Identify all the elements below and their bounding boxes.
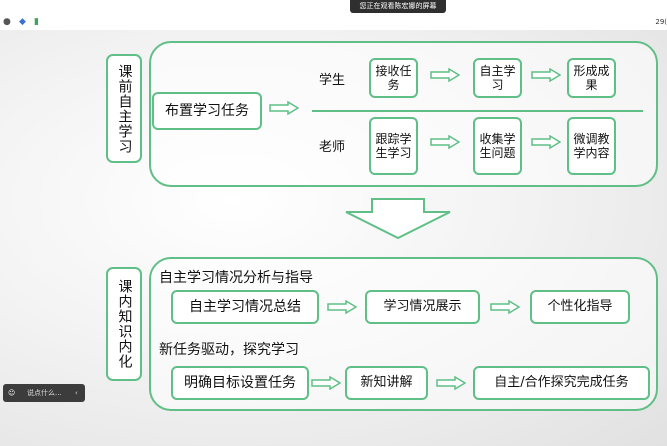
emoji-icon[interactable]: ☺ [8, 389, 16, 397]
row-role-teacher: 老师 [319, 140, 346, 155]
step-box: 个性化指导 [530, 290, 630, 324]
step-box: 收集学生问题 [473, 117, 522, 175]
step-box: 接收任务 [369, 58, 418, 98]
clock: 29( [655, 18, 667, 26]
row-role-student: 学生 [319, 73, 346, 88]
step-box: 自主/合作探究完成任务 [473, 366, 650, 400]
signal-icon: ▮ [34, 17, 39, 27]
step-box: 跟踪学生学习 [369, 117, 418, 175]
arrow-right-icon [531, 135, 561, 149]
group-title: 新任务驱动，探究学习 [159, 342, 299, 358]
step-box: 形成成果 [567, 58, 616, 98]
step-box: 学习情况展示 [365, 290, 480, 324]
step-box: 自主学习情况总结 [171, 290, 319, 324]
group-title: 自主学习情况分析与指导 [159, 270, 313, 286]
arrow-right-icon [311, 376, 341, 390]
chat-widget[interactable]: ☺ 说点什么... ‹ [3, 384, 85, 402]
arrow-right-icon [490, 300, 520, 314]
arrow-right-icon [430, 135, 460, 149]
arrow-right-icon [269, 101, 299, 115]
arrow-right-icon [436, 376, 466, 390]
step-box: 新知讲解 [345, 366, 428, 400]
arrow-right-icon [430, 68, 460, 82]
section1-label: 课前自主学习 [106, 54, 142, 163]
shield-icon: ◆ [19, 17, 26, 27]
info-icon[interactable]: ● [3, 17, 11, 27]
step-box: 自主学习 [473, 58, 522, 98]
status-bar [0, 0, 667, 30]
arrow-down-icon [345, 198, 451, 240]
assign-task-box: 布置学习任务 [152, 92, 262, 130]
arrow-right-icon [327, 300, 357, 314]
step-box: 明确目标设置任务 [171, 366, 309, 400]
arrow-right-icon [531, 68, 561, 82]
chat-input[interactable]: 说点什么... [27, 389, 62, 397]
section2-label: 课内知识内化 [106, 267, 142, 381]
screen-share-banner: 您正在观看陈宏娜的屏幕 [350, 0, 446, 13]
row-divider [312, 110, 643, 112]
collapse-chevron-icon[interactable]: ‹ [75, 389, 78, 397]
step-box: 微调教学内容 [567, 117, 616, 175]
